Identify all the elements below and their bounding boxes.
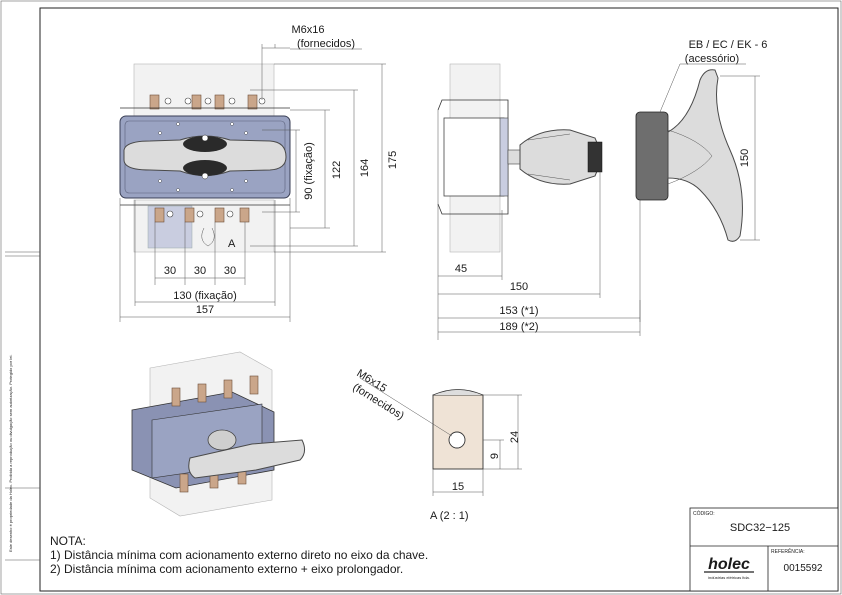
dim-122: 122	[331, 161, 343, 179]
detail-marker-a: A	[228, 238, 236, 250]
ref-label: REFERÊNCIA:	[771, 547, 805, 555]
iso-handle	[188, 439, 306, 479]
side-view-dimensions: 45 150 153 (*1) 189 (*2)	[437, 110, 641, 340]
brand-sub: indústrias elétricas ltda.	[708, 575, 750, 580]
terminals-bottom	[154, 207, 250, 223]
front-view-dimensions: M6x16 (fornecidos) 30 30 30 130 (fixação…	[119, 24, 399, 322]
front-view	[119, 63, 291, 253]
dim-45: 45	[455, 263, 467, 275]
isometric-view	[131, 351, 306, 517]
dim-157: 157	[196, 304, 214, 316]
drawing-frame	[39, 7, 839, 592]
margin-ticks	[5, 251, 40, 561]
iso-terminals-bottom	[179, 465, 247, 493]
accessory-sub: (acessório)	[685, 53, 739, 65]
side-view	[437, 63, 603, 253]
dim-150-side: 150	[510, 281, 528, 293]
external-handle-view	[635, 69, 743, 242]
notes-title: NOTA:	[50, 534, 86, 548]
notes-block: NOTA: 1) Distância mínima com acionament…	[50, 534, 428, 576]
dim-30-a: 30	[164, 265, 176, 277]
screw-sub-front: (fornecidos)	[297, 38, 355, 50]
title-block: CÓDIGO: SDC32−125 holec indústrias elétr…	[689, 507, 839, 592]
dim-9: 9	[489, 453, 501, 459]
dim-24: 24	[509, 431, 521, 443]
detail-caption: A (2 : 1)	[430, 510, 469, 522]
code-label: CÓDIGO:	[693, 510, 715, 517]
margin-note: Este desenho é propriedade da Holec. Pro…	[8, 355, 13, 552]
dim-153: 153 (*1)	[499, 305, 538, 317]
dim-150-handle: 150	[739, 149, 751, 167]
rotary-knob-side	[519, 129, 600, 185]
note-line-2: 2) Distância mínima com acionamento exte…	[50, 562, 403, 576]
detail-a: 24 9 15 M6x15 (fornecidos) A (2 : 1)	[350, 367, 522, 522]
dim-175: 175	[387, 151, 399, 169]
dim-30-c: 30	[224, 265, 236, 277]
screw-hole	[448, 431, 466, 449]
dim-15: 15	[452, 481, 464, 493]
code-value: SDC32−125	[730, 522, 790, 534]
dim-30-b: 30	[194, 265, 206, 277]
screw-label-front: M6x16	[291, 24, 324, 36]
dim-130: 130 (fixação)	[173, 290, 237, 302]
iso-terminals-top	[171, 375, 259, 407]
handle-view-dimensions: EB / EC / EK - 6 (acessório) 150	[659, 39, 768, 241]
dim-164: 164	[359, 159, 371, 177]
t-handle	[667, 69, 743, 242]
accessory-label: EB / EC / EK - 6	[689, 39, 768, 51]
rotary-handle-front	[123, 135, 287, 176]
ref-value: 0015592	[784, 563, 823, 574]
note-line-1: 1) Distância mínima com acionamento exte…	[50, 548, 428, 562]
dim-90: 90 (fixação)	[303, 142, 315, 199]
brand-logo: holec	[708, 556, 750, 573]
dim-189: 189 (*2)	[499, 321, 538, 333]
terminals-top	[149, 94, 266, 110]
